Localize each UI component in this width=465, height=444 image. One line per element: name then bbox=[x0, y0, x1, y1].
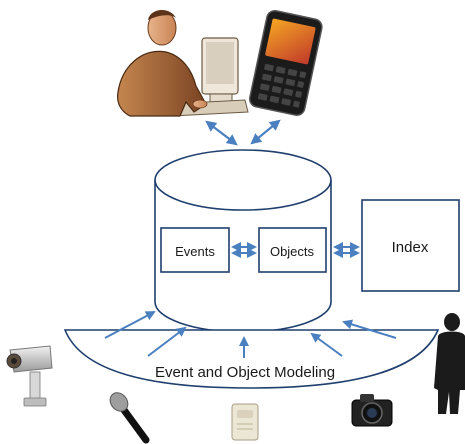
events-label: Events bbox=[175, 244, 215, 259]
modeling-band bbox=[63, 329, 440, 389]
objects-label: Objects bbox=[270, 244, 315, 259]
motion-sensor-icon bbox=[231, 403, 259, 441]
index-box: Index bbox=[361, 199, 460, 292]
arrow-objects-index bbox=[333, 242, 360, 258]
photo-camera-icon bbox=[351, 394, 393, 427]
objects-box: Objects bbox=[258, 227, 327, 273]
modeling-label: Event and Object Modeling bbox=[155, 364, 335, 381]
microphone-icon bbox=[109, 392, 150, 444]
arrow-phone-db bbox=[250, 119, 281, 145]
security-camera-icon bbox=[6, 345, 53, 407]
events-box: Events bbox=[160, 227, 230, 273]
sensor-arrows bbox=[104, 311, 397, 358]
index-label: Index bbox=[392, 239, 429, 256]
smartphone-icon bbox=[248, 9, 323, 116]
arrow-events-objects bbox=[231, 242, 257, 258]
person-silhouette-icon bbox=[434, 313, 465, 414]
arrow-worker-db bbox=[205, 120, 238, 146]
office-worker-icon bbox=[117, 9, 249, 117]
